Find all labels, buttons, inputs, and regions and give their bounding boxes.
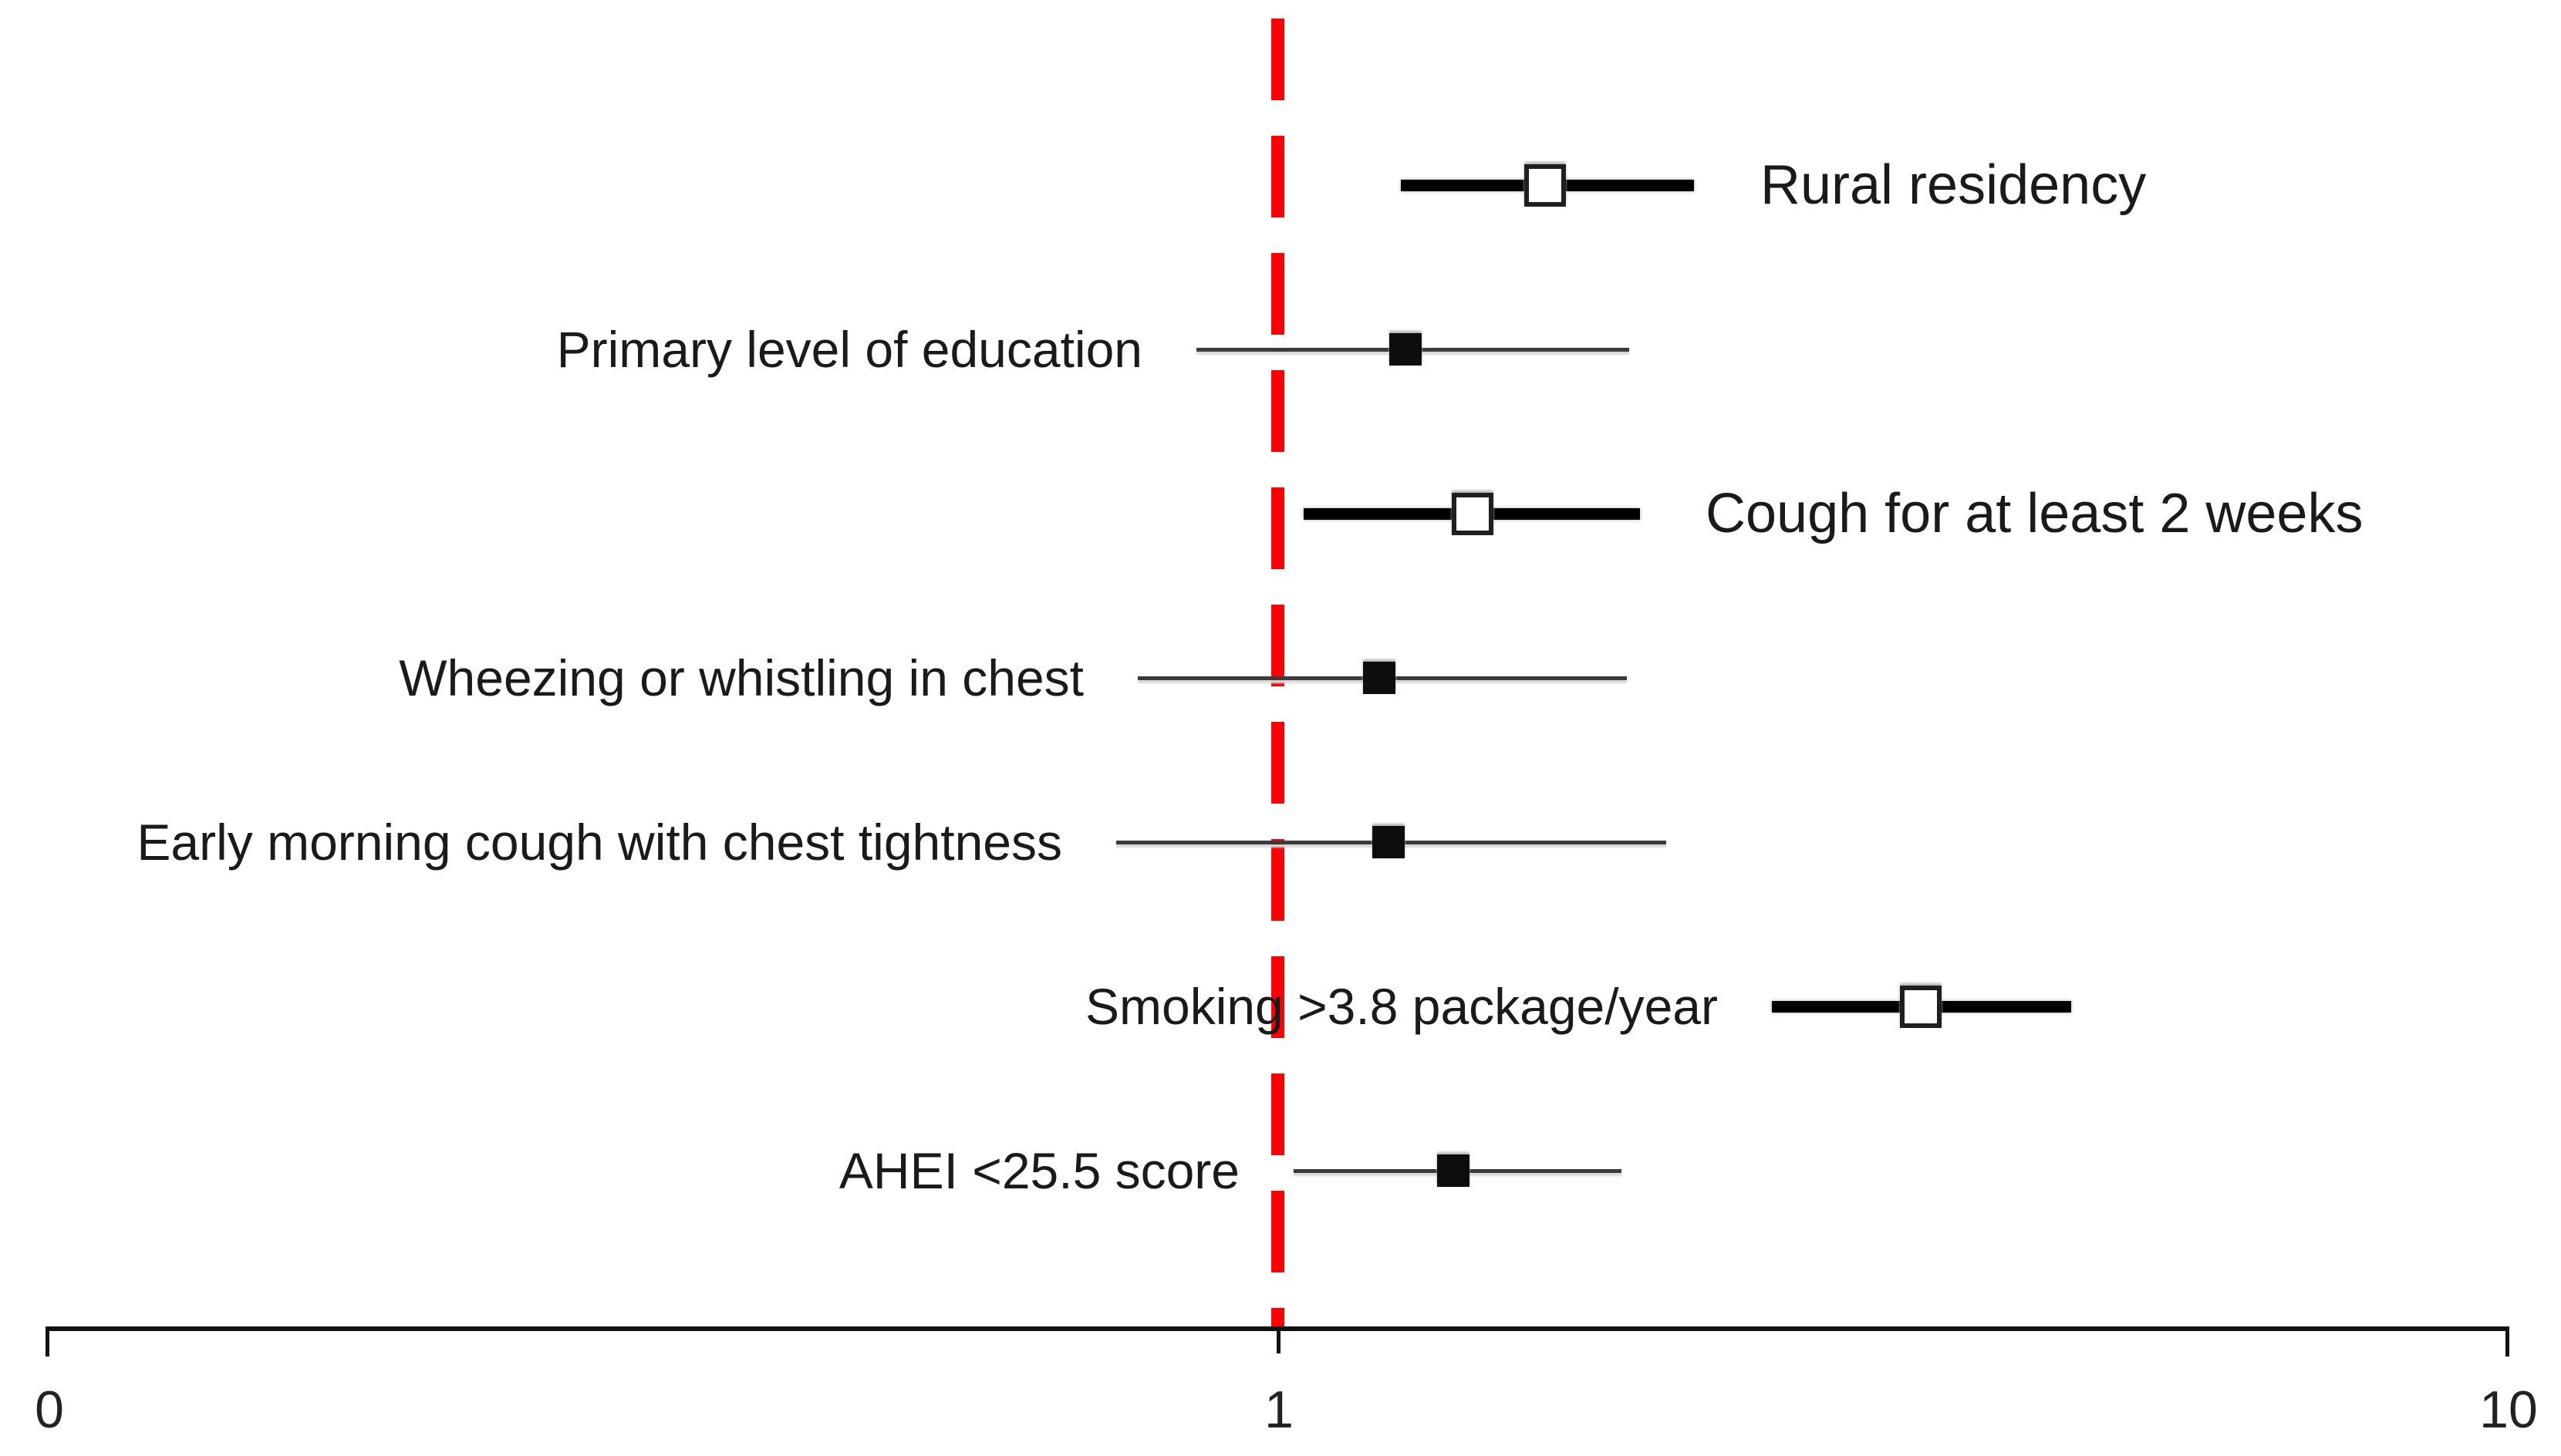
or-marker [1372,826,1405,858]
x-tick-label-0: 0 [35,1380,64,1439]
or-marker [1900,986,1942,1028]
row-label: Cough for at least 2 weeks [1706,483,2364,544]
x-axis-tick-0 [46,1329,49,1357]
row-label: Wheezing or whistling in chest [399,649,1084,706]
or-marker [1363,662,1395,694]
or-marker [1452,493,1493,535]
or-marker [1437,1154,1469,1187]
or-marker [1389,333,1422,366]
reference-line-x1 [1271,19,1284,1330]
row-label: AHEI <25.5 score [838,1142,1240,1199]
x-tick-label-10: 10 [2479,1380,2538,1439]
row-label: Early morning cough with chest tightness [137,814,1062,871]
row-label: Primary level of education [556,321,1142,378]
x-axis-tick-1 [1277,1329,1280,1353]
x-axis-tick-10 [2505,1329,2509,1357]
row-label: Rural residency [1760,154,2147,216]
x-tick-label-1: 1 [1264,1380,1294,1439]
row-label: Smoking >3.8 package/year [1085,978,1718,1035]
or-marker [1524,164,1566,207]
